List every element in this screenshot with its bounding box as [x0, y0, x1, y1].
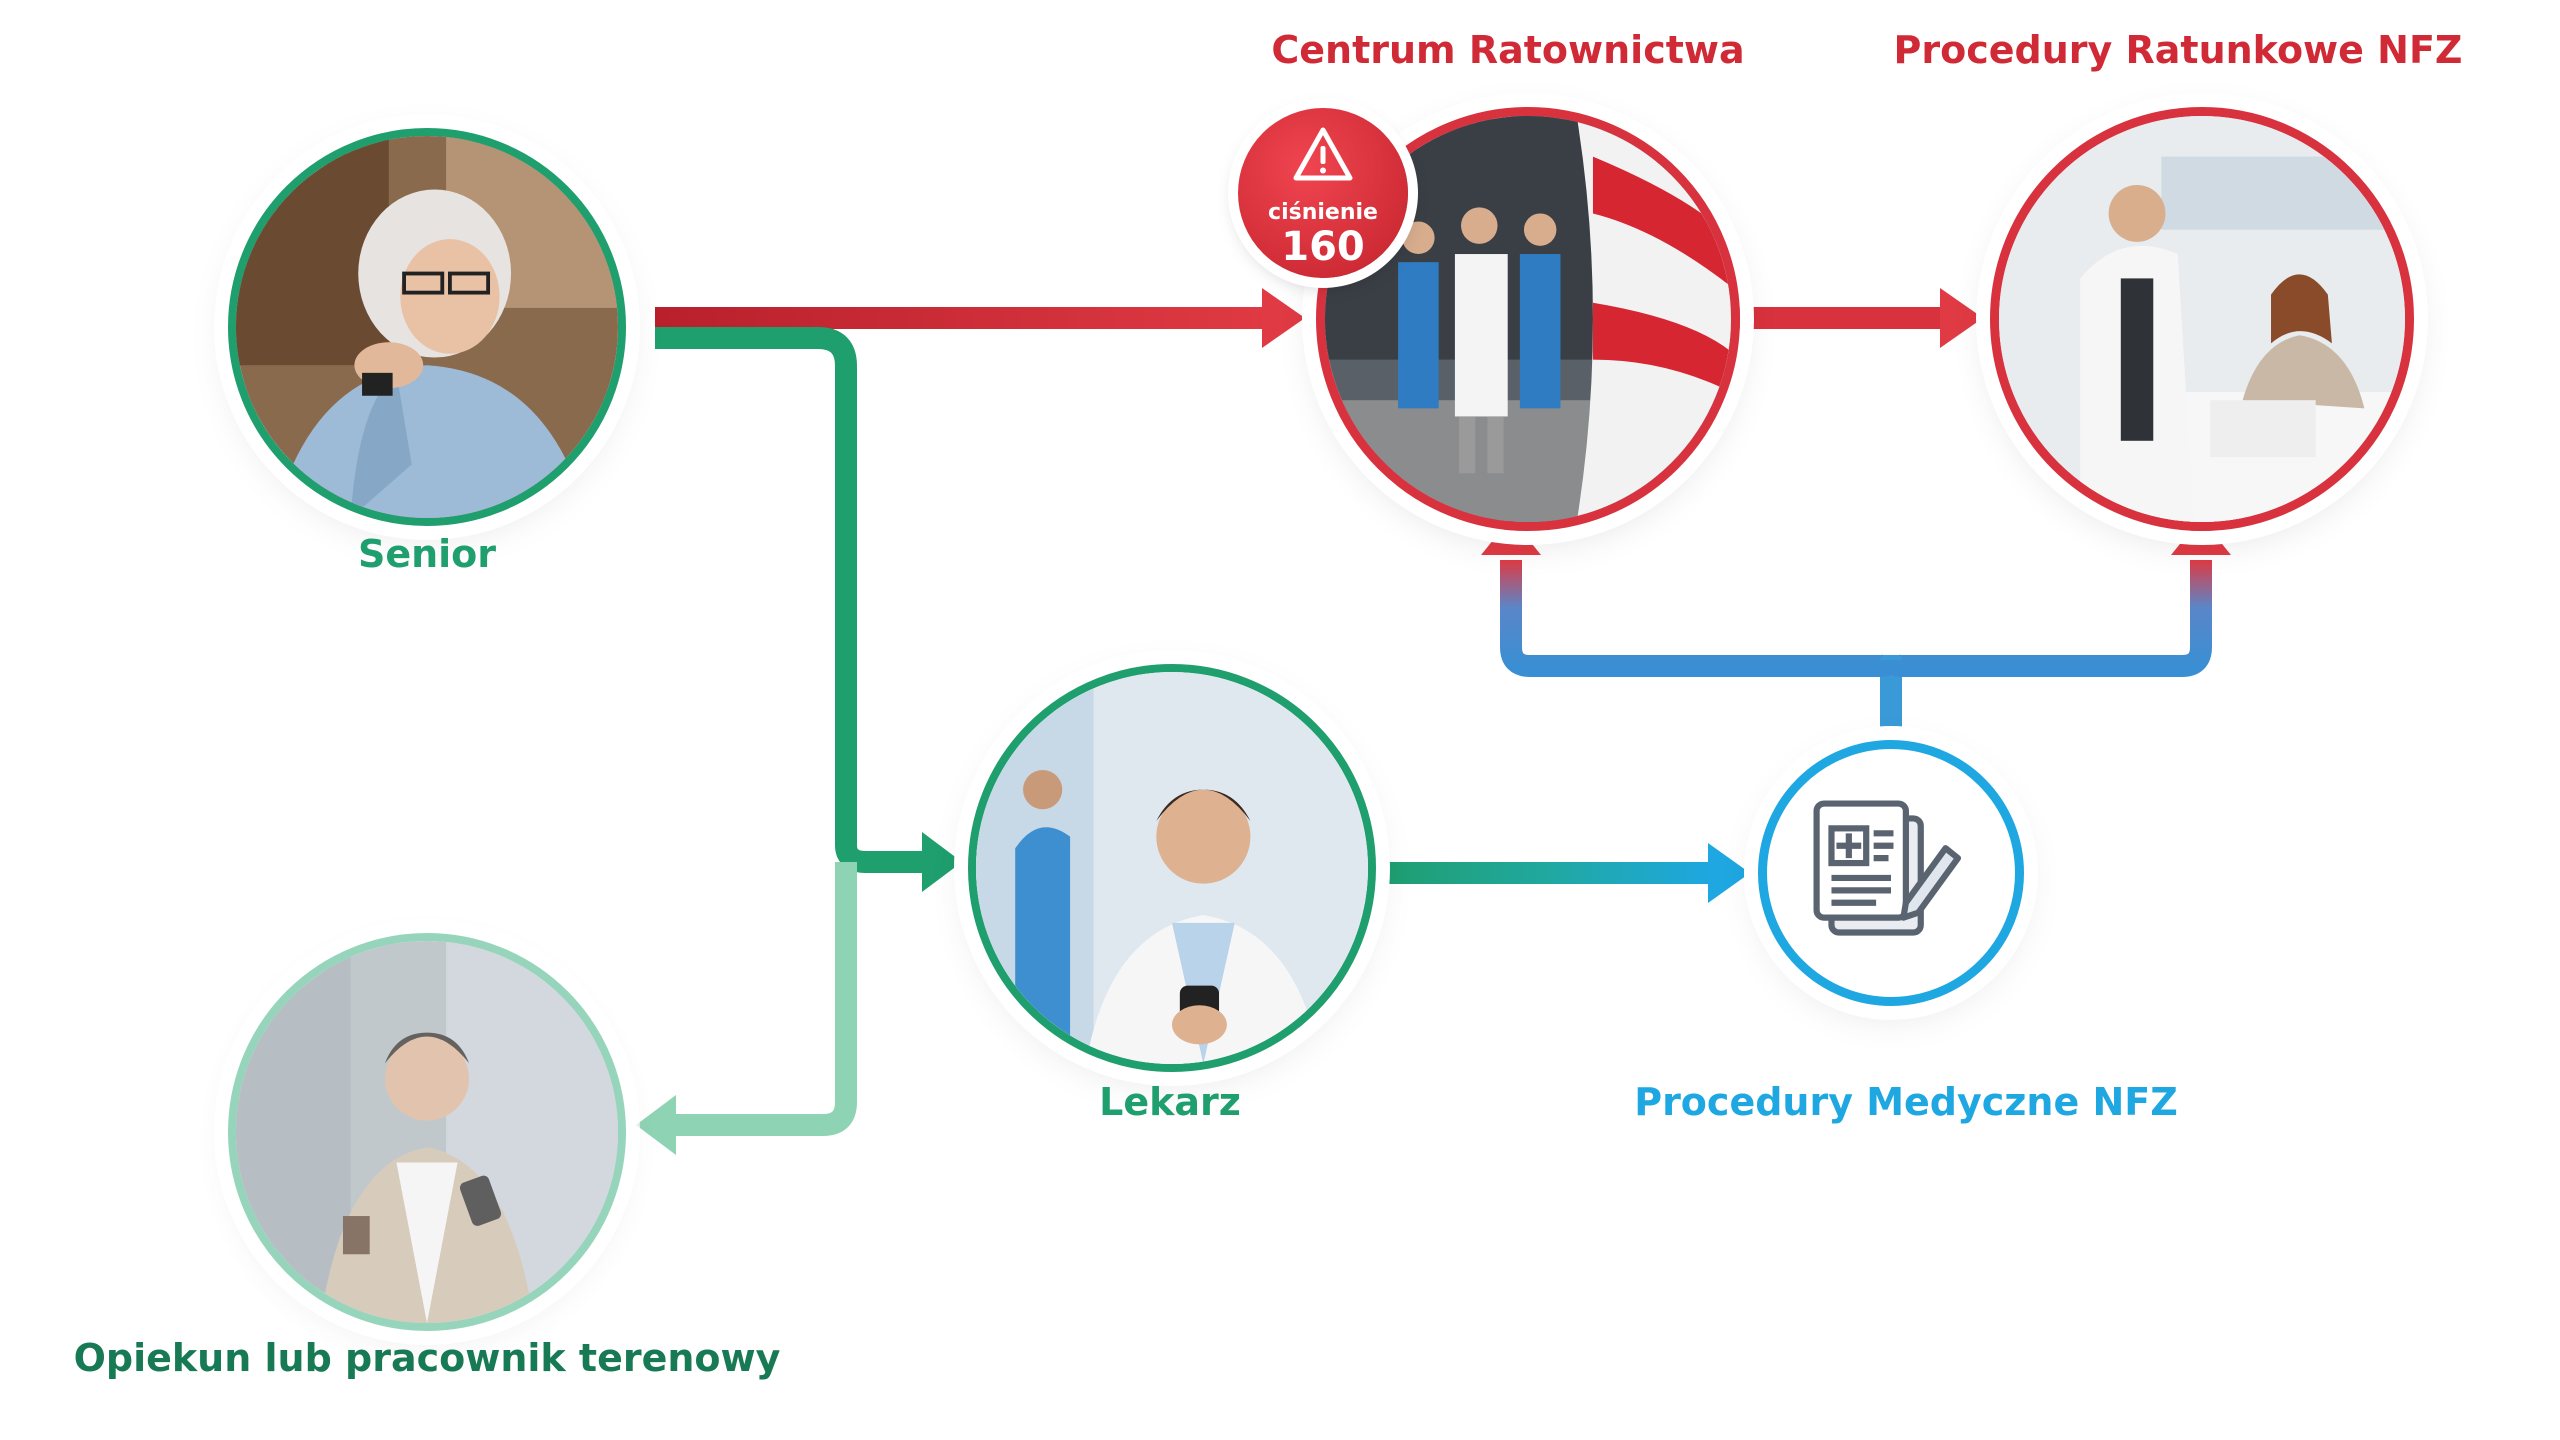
senior-photo	[236, 136, 618, 518]
alert-value: 160	[1281, 224, 1365, 270]
centrum-photo	[1325, 116, 1731, 522]
senior-label: Senior	[357, 532, 497, 576]
opiekun-photo	[236, 941, 618, 1323]
arrow-senior-to-lekarz	[655, 327, 962, 892]
opiekun-node	[228, 933, 626, 1331]
arrow-senior-to-centrum	[655, 288, 1305, 348]
ratunkowe-label: Procedury Ratunkowe NFZ	[1893, 28, 2463, 72]
ratunkowe-photo	[1999, 116, 2405, 522]
arrow-lekarz-to-medyczne	[1380, 843, 1750, 903]
medical-document-icon	[1767, 749, 2015, 997]
alert-label: ciśnienie	[1268, 200, 1378, 225]
alert-badge: ciśnienie 160	[1238, 108, 1408, 278]
medyczne-label: Procedury Medyczne NFZ	[1634, 1080, 2178, 1124]
ratunkowe-node	[1990, 107, 2414, 531]
arrow-medyczne-up	[1481, 518, 2231, 727]
centrum-label: Centrum Ratownictwa	[1271, 28, 1745, 72]
centrum-node	[1316, 107, 1740, 531]
senior-node	[228, 128, 626, 526]
medyczne-node	[1758, 740, 2024, 1006]
lekarz-label: Lekarz	[1099, 1080, 1241, 1124]
opiekun-label: Opiekun lub pracownik terenowy	[73, 1336, 781, 1380]
arrow-centrum-to-ratunkowe	[1727, 288, 1983, 348]
warning-icon	[1292, 126, 1354, 186]
lekarz-photo	[976, 672, 1368, 1064]
lekarz-node	[968, 664, 1376, 1072]
arrow-to-opiekun	[636, 862, 857, 1155]
